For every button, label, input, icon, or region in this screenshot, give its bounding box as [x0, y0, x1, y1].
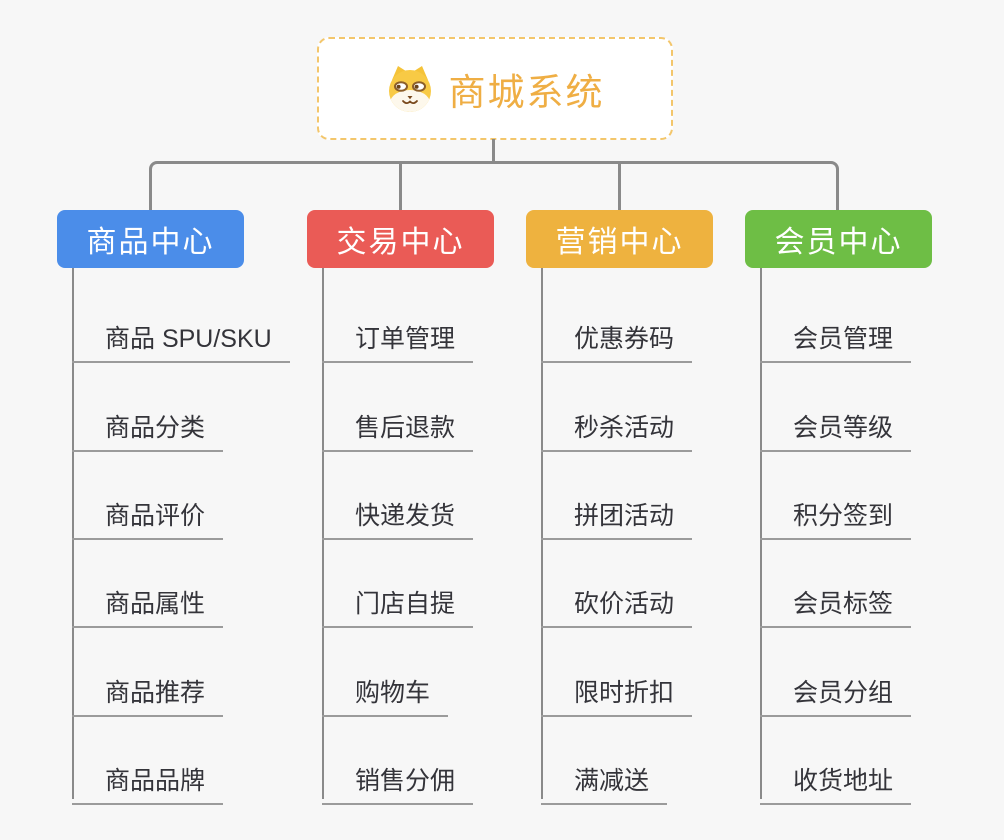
branch-label: 营销中心	[555, 226, 684, 259]
leaf-node[interactable]: 商品品牌	[72, 751, 224, 805]
leaf-node[interactable]: 拼团活动	[541, 486, 693, 540]
leaf-node[interactable]: 购物车	[322, 663, 449, 717]
children-line-product	[72, 268, 74, 799]
branch-label: 商品中心	[86, 226, 215, 259]
leaf-node[interactable]: 会员标签	[760, 574, 912, 628]
leaf-node[interactable]: 收货地址	[760, 751, 912, 805]
branch-node-marketing-center[interactable]: 营销中心	[526, 210, 713, 268]
root-stem-connector	[492, 139, 495, 163]
branch-node-member-center[interactable]: 会员中心	[745, 210, 932, 268]
branch-drop-connector-marketing	[618, 161, 621, 210]
leaf-node[interactable]: 快递发货	[322, 486, 474, 540]
leaf-node[interactable]: 订单管理	[322, 309, 474, 363]
branch-drop-connector-trade	[399, 161, 402, 210]
leaf-node[interactable]: 积分签到	[760, 486, 912, 540]
leaf-node[interactable]: 优惠券码	[541, 309, 693, 363]
leaf-node[interactable]: 秒杀活动	[541, 398, 693, 452]
leaf-node[interactable]: 砍价活动	[541, 574, 693, 628]
branch-label: 会员中心	[774, 226, 903, 259]
leaf-node[interactable]: 销售分佣	[322, 751, 474, 805]
leaf-node[interactable]: 会员分组	[760, 663, 912, 717]
children-line-trade	[322, 268, 324, 799]
leaf-node[interactable]: 限时折扣	[541, 663, 693, 717]
children-line-marketing	[541, 268, 543, 799]
children-line-member	[760, 268, 762, 799]
leaf-node[interactable]: 门店自提	[322, 574, 474, 628]
shiba-dog-icon	[388, 65, 431, 112]
root-node-label: 商城系统	[448, 71, 605, 113]
branch-label: 交易中心	[336, 226, 465, 259]
branch-node-trade-center[interactable]: 交易中心	[307, 210, 494, 268]
leaf-node[interactable]: 会员管理	[760, 309, 912, 363]
leaf-node[interactable]: 会员等级	[760, 398, 912, 452]
branch-node-product-center[interactable]: 商品中心	[57, 210, 244, 268]
leaf-node[interactable]: 商品 SPU/SKU	[72, 309, 290, 363]
leaf-node[interactable]: 商品推荐	[72, 663, 224, 717]
root-node[interactable]: 商城系统	[317, 37, 673, 140]
leaf-node[interactable]: 商品评价	[72, 486, 224, 540]
branch-bus-connector	[149, 161, 839, 210]
leaf-node[interactable]: 商品属性	[72, 574, 224, 628]
leaf-node[interactable]: 商品分类	[72, 398, 224, 452]
leaf-node[interactable]: 售后退款	[322, 398, 474, 452]
leaf-node[interactable]: 满减送	[541, 751, 668, 805]
